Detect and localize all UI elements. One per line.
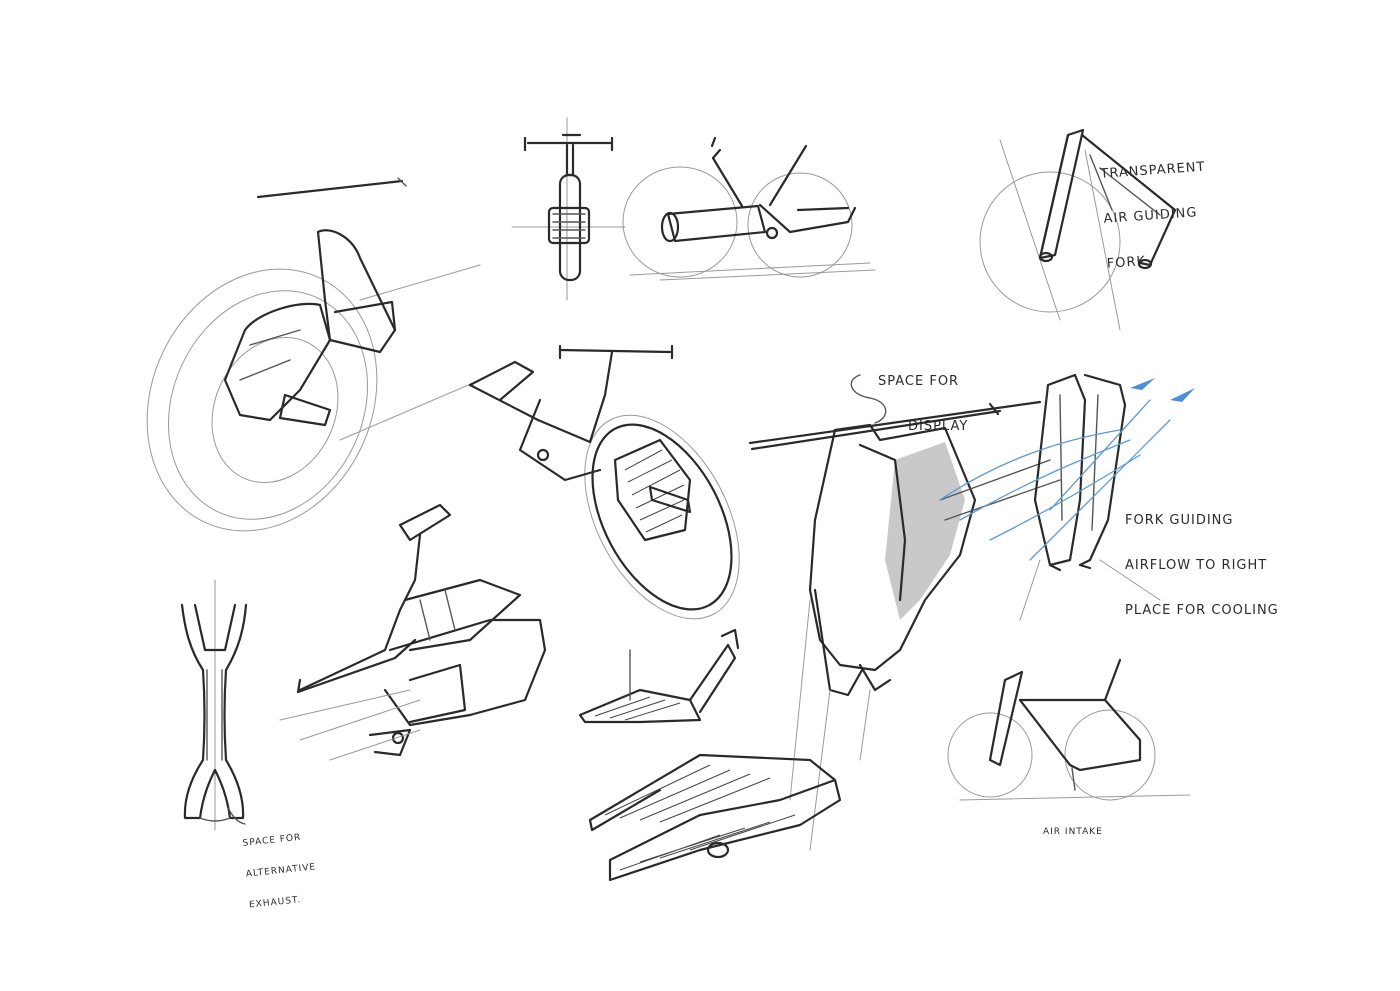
note-line: AIR INTAKE	[1043, 826, 1103, 837]
sketch-handlebar-bar	[256, 177, 407, 199]
note-line: FORK GUIDING	[1125, 512, 1234, 528]
note-line: SPACE FOR	[242, 832, 302, 849]
note-line: SPACE FOR	[878, 373, 960, 389]
note-air-intake: AIR INTAKE	[1043, 806, 1103, 847]
note-line: PLACE FOR COOLING	[1125, 602, 1279, 618]
sketch-small-tank	[578, 628, 740, 724]
sketch-bicycle-perspective	[468, 344, 740, 620]
note-line: EXHAUST.	[248, 894, 302, 911]
note-line: FORK	[1106, 253, 1147, 272]
sketch-seat-tank	[279, 503, 547, 761]
sketch-exhaust-top-view	[180, 579, 248, 831]
note-alternative-exhaust: SPACE FOR ALTERNATIVE EXHAUST.	[240, 811, 321, 921]
note-transparent-fork: TRANSPARENT AIR GUIDING FORK	[1098, 131, 1213, 287]
sketch-side-view	[622, 136, 876, 281]
sketch-airflow-fork	[939, 373, 1195, 621]
sketch-small-bike-side	[947, 658, 1191, 801]
note-line: DISPLAY	[908, 418, 969, 434]
note-line: ALTERNATIVE	[245, 862, 317, 880]
sketch-wheel-hub-perspective	[146, 229, 481, 532]
note-fork-guiding-airflow: FORK GUIDING AIRFLOW TO RIGHT PLACE FOR …	[1125, 484, 1279, 633]
sketch-front-view	[511, 117, 626, 301]
note-line: AIR GUIDING	[1103, 204, 1198, 227]
note-line: AIRFLOW TO RIGHT	[1125, 557, 1268, 573]
note-line: TRANSPARENT	[1100, 159, 1206, 182]
sketch-transparent-fork	[979, 128, 1177, 331]
note-space-for-display: SPACE FOR DISPLAY	[878, 345, 968, 450]
sketch-display-cockpit	[748, 374, 1061, 851]
sketch-wedge-tank	[588, 753, 842, 882]
